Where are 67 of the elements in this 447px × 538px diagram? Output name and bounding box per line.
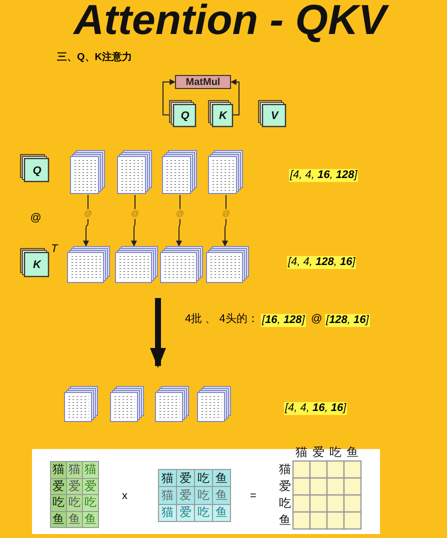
matrix-cell: 鱼 <box>82 510 99 528</box>
title: Attention - QKV <box>40 0 420 43</box>
matrix-cell: 鱼 <box>212 486 231 505</box>
column-header: 吃 <box>328 446 342 458</box>
matrix-stack <box>67 246 111 284</box>
matrix-label: V <box>270 109 280 124</box>
matrix-cell: 猫 <box>82 461 99 478</box>
matrix-label: Q <box>180 109 190 124</box>
arrow <box>230 79 240 116</box>
matrix-card-stack <box>20 248 49 277</box>
matrix-cell: 猫 <box>158 469 177 488</box>
operation-box: MatMul <box>175 75 231 89</box>
matrix-cell: 猫 <box>158 504 177 522</box>
matrix-cell: 吃 <box>194 469 213 488</box>
edge-label: @ <box>222 209 230 219</box>
edge-label: @ <box>84 209 92 219</box>
shape-label: [4, 4, 16, 16] <box>284 402 348 415</box>
matrix-stack <box>110 386 145 423</box>
shape-label: [4, 4, 16, 128] <box>289 169 358 182</box>
shape-label: [4, 4, 128, 16] <box>287 256 356 269</box>
edge-label: @ <box>176 209 184 219</box>
operator-label: @ <box>30 213 42 224</box>
matrix-cell: 鱼 <box>212 469 231 488</box>
column-header: 鱼 <box>346 446 360 458</box>
operator-label: x <box>122 491 128 502</box>
note-text: @ <box>311 314 322 325</box>
edge-label: @ <box>131 209 140 219</box>
matrix-stack <box>197 386 232 423</box>
matrix-stack <box>115 246 159 284</box>
arrow <box>131 194 137 247</box>
matrix-stack <box>70 150 106 195</box>
note-text: 4批 、 4头的： <box>185 314 258 325</box>
matrix-cell: 爱 <box>176 469 195 488</box>
row-header: 鱼 <box>278 514 292 526</box>
matrix-card-stack <box>208 100 233 127</box>
row-header: 爱 <box>278 480 292 492</box>
arrow <box>176 194 182 247</box>
matrix-cell: 吃 <box>194 504 213 522</box>
matrix-label: K <box>32 258 42 273</box>
matrix-stack <box>162 150 198 195</box>
arrow <box>222 194 228 247</box>
column-header: 猫 <box>294 446 308 458</box>
row-header: 吃 <box>278 497 292 509</box>
matrix-cell: 鱼 <box>212 504 231 522</box>
matrix-card-stack <box>258 100 286 127</box>
matrix-label: Q <box>32 164 42 178</box>
section-heading: 三、Q、K注意力 <box>57 53 132 63</box>
matrix-stack <box>64 386 99 423</box>
matrix-cell: 吃 <box>82 494 99 512</box>
matrix-stack <box>117 150 153 195</box>
matrix-stack <box>206 246 250 284</box>
matrix-card-stack <box>20 154 49 182</box>
matrix-stack <box>160 246 204 284</box>
matrix-card-stack <box>169 100 196 127</box>
matrix-stack <box>155 386 190 423</box>
matrix-label: K <box>218 109 228 124</box>
superscript-label: T <box>51 244 58 255</box>
operator-label: = <box>250 491 256 502</box>
arrow <box>83 194 89 247</box>
shape-label: [16, 128] <box>261 314 306 327</box>
arrow <box>150 298 166 368</box>
arrow <box>162 79 176 116</box>
shape-label: [128, 16] <box>325 314 370 327</box>
matrix-stack <box>208 150 244 195</box>
matrix-cell: 爱 <box>176 504 195 522</box>
column-header: 爱 <box>312 446 326 458</box>
row-header: 猫 <box>278 463 292 475</box>
